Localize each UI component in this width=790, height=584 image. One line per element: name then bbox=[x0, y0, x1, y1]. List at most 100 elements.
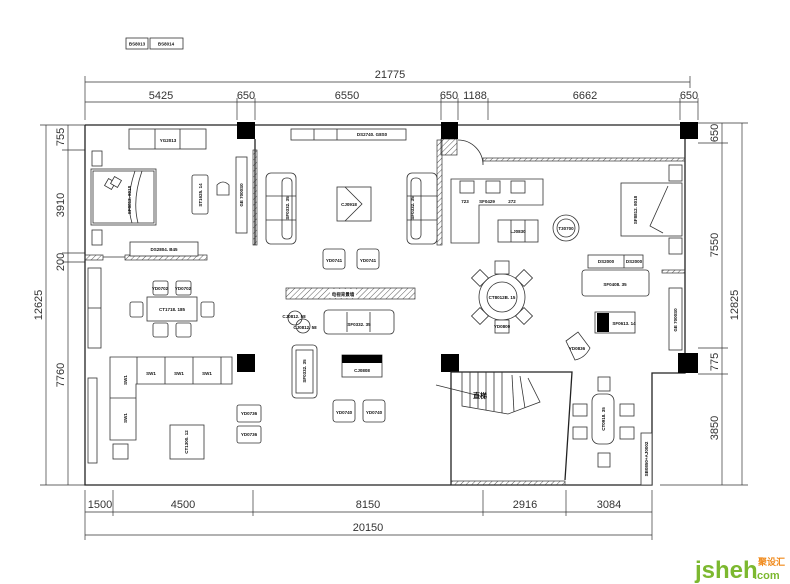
structural-columns bbox=[237, 122, 698, 373]
svg-text:650: 650 bbox=[440, 90, 458, 102]
svg-text:.com: .com bbox=[754, 570, 780, 582]
svg-text:YG2013: YG2013 bbox=[160, 138, 177, 143]
tv-bench: CJ0808 bbox=[341, 354, 383, 378]
svg-text:3084: 3084 bbox=[597, 499, 621, 511]
desk: ST1625. 14 bbox=[191, 174, 230, 215]
svg-text:GE 7000S0: GE 7000S0 bbox=[673, 308, 678, 332]
svg-text:YD0702: YD0702 bbox=[175, 286, 192, 291]
svg-text:电视背景墙: 电视背景墙 bbox=[332, 291, 355, 298]
svg-text:YD0736: YD0736 bbox=[241, 432, 258, 437]
coffee-table: CJ0918 bbox=[336, 186, 372, 222]
svg-text:SW1: SW1 bbox=[174, 371, 184, 376]
bottom-dimensions: 1500 4500 8150 2916 3084 20150 bbox=[84, 490, 653, 540]
svg-text:SW1: SW1 bbox=[202, 371, 212, 376]
title-block-2: BS8014 bbox=[149, 37, 184, 50]
svg-text:DS2804. B45: DS2804. B45 bbox=[150, 247, 178, 252]
svg-text:直梯: 直梯 bbox=[473, 391, 487, 400]
svg-text:272: 272 bbox=[508, 199, 516, 204]
svg-text:SF0332. 35: SF0332. 35 bbox=[347, 322, 371, 327]
svg-text:SF8812. 8018: SF8812. 8018 bbox=[633, 195, 638, 224]
corner-sofa: SW1 SW1 SW1 SW1 SW1 bbox=[109, 356, 233, 441]
dining-table: CT1718. 185 YD0702 YD0702 bbox=[129, 280, 215, 338]
armchair: YD0741 YD0741 bbox=[322, 248, 380, 270]
ottoman: CT1300. 12 bbox=[169, 424, 205, 460]
bed-right: SF8812. 8018 bbox=[620, 164, 683, 255]
lounge-chair: YD0736 YD0736 bbox=[236, 404, 262, 444]
stairs: 直梯 bbox=[435, 371, 573, 486]
svg-text:CT8012B. 15: CT8012B. 15 bbox=[489, 295, 516, 300]
svg-text:6662: 6662 bbox=[573, 90, 597, 102]
svg-text:聚设汇: 聚设汇 bbox=[757, 556, 785, 567]
svg-text:1188: 1188 bbox=[463, 90, 487, 102]
coffee-right: LJ0830 bbox=[497, 219, 539, 243]
partition-shelf: GE 7000S0 bbox=[235, 156, 248, 234]
tv-cabinet: DS2740. G8S0 bbox=[290, 128, 407, 141]
svg-text:SF0408. 35: SF0408. 35 bbox=[603, 282, 627, 287]
svg-text:DS2000: DS2000 bbox=[626, 259, 643, 264]
svg-text:650: 650 bbox=[237, 90, 255, 102]
partition-wall-right bbox=[482, 157, 686, 162]
svg-text:CJ0812. 58: CJ0812. 58 bbox=[282, 314, 306, 319]
svg-text:CT0918. 35: CT0918. 35 bbox=[601, 407, 606, 431]
svg-text:jsheh: jsheh bbox=[694, 557, 758, 584]
wardrobe: YG2013 bbox=[128, 128, 207, 150]
svg-text:SF0332. 35: SF0332. 35 bbox=[285, 196, 290, 220]
svg-text:YD0741: YD0741 bbox=[326, 258, 343, 263]
sofa-center: SF0332. 35 bbox=[323, 309, 395, 335]
svg-text:CJ0812. 58: CJ0812. 58 bbox=[293, 325, 317, 330]
svg-text:CJ0918: CJ0918 bbox=[341, 202, 357, 207]
desk-unit: 723 SF0429 272 bbox=[450, 178, 544, 244]
svg-text:YD0741: YD0741 bbox=[360, 258, 377, 263]
svg-text:SF0613. 14: SF0613. 14 bbox=[612, 321, 636, 326]
armchair-b: YD0740 YD0740 bbox=[332, 399, 386, 423]
svg-text:1500: 1500 bbox=[88, 499, 112, 511]
svg-text:6550: 6550 bbox=[335, 90, 359, 102]
dim-top-total: 21775 bbox=[375, 69, 406, 81]
svg-text:3910: 3910 bbox=[55, 193, 67, 217]
svg-text:7760: 7760 bbox=[55, 363, 67, 387]
side-tables: CJ0812. 58 CJ0812. 58 bbox=[282, 310, 317, 334]
svg-text:12625: 12625 bbox=[33, 290, 45, 321]
round-side-table: T30700 bbox=[552, 214, 580, 242]
svg-text:20150: 20150 bbox=[353, 522, 384, 534]
dresser: DS2804. B45 bbox=[129, 241, 199, 257]
left-dimensions: 755 3910 200 7760 12625 bbox=[33, 124, 85, 486]
sofa-left: SF0332. 35 bbox=[265, 172, 297, 245]
svg-text:4500: 4500 bbox=[171, 499, 195, 511]
svg-text:SF0332. 35: SF0332. 35 bbox=[302, 359, 307, 383]
svg-text:2916: 2916 bbox=[513, 499, 537, 511]
cabinet-left bbox=[87, 377, 98, 464]
svg-text:YD0740: YD0740 bbox=[336, 410, 353, 415]
svg-text:T30700: T30700 bbox=[558, 226, 574, 231]
svg-text:BS8013: BS8013 bbox=[129, 42, 146, 47]
svg-text:200: 200 bbox=[55, 253, 67, 271]
sofa-left-2: SF0332. 35 bbox=[406, 172, 438, 245]
svg-text:LJ0830: LJ0830 bbox=[510, 229, 526, 234]
swivel-chair: YD0836 bbox=[565, 331, 591, 361]
svg-text:YD0800: YD0800 bbox=[494, 324, 511, 329]
cabinet-right: GE 7000S0 bbox=[668, 287, 683, 351]
top-dimensions: 21775 5425 650 6550 650 1188 6662 650 bbox=[84, 69, 699, 120]
sofa-right: DS2000 DS2000 SF0408. 35 bbox=[581, 254, 650, 297]
partition-wall-left bbox=[252, 149, 258, 246]
svg-text:CT1718. 185: CT1718. 185 bbox=[159, 307, 186, 312]
svg-text:7550: 7550 bbox=[709, 233, 721, 257]
nightstand bbox=[91, 150, 103, 167]
title-block-1: BS8013 bbox=[125, 37, 149, 50]
svg-text:5425: 5425 bbox=[149, 90, 173, 102]
svg-text:YD0736: YD0736 bbox=[241, 411, 258, 416]
svg-text:3850: 3850 bbox=[709, 416, 721, 440]
partition-wall-center bbox=[436, 139, 443, 246]
side-stool bbox=[112, 443, 129, 460]
svg-text:SF8812. 8018: SF8812. 8018 bbox=[127, 185, 132, 214]
svg-text:SW1: SW1 bbox=[123, 375, 128, 385]
console-right: SB0850+AJ0002 bbox=[640, 432, 653, 486]
svg-text:8150: 8150 bbox=[356, 499, 380, 511]
svg-text:DS2740. G8S0: DS2740. G8S0 bbox=[357, 132, 388, 137]
svg-text:650: 650 bbox=[680, 90, 698, 102]
svg-text:SW1: SW1 bbox=[146, 371, 156, 376]
svg-text:SF0429: SF0429 bbox=[479, 199, 495, 204]
watermark-logo: jsheh .com 聚设汇 bbox=[694, 556, 785, 584]
nightstand bbox=[91, 229, 103, 246]
